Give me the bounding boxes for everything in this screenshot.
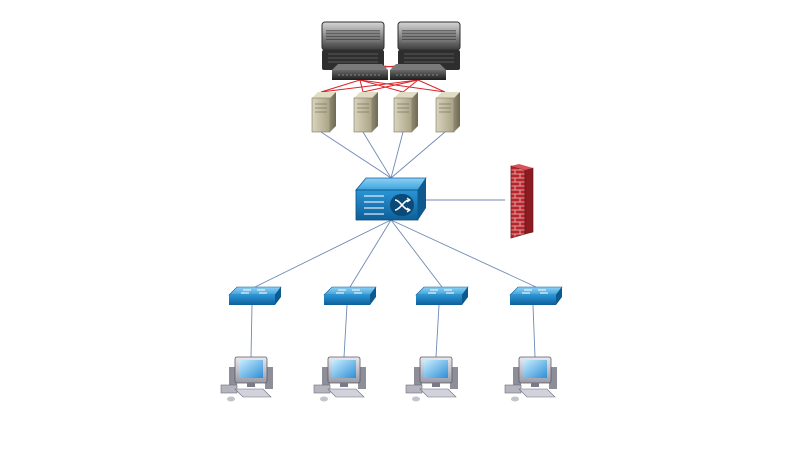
link-san-switch-1-to-server-2 [359, 79, 364, 93]
speaker-icon [322, 367, 330, 389]
link-server-1-to-core-switch [320, 131, 392, 179]
link-access-switch-4-to-workstation-4 [532, 304, 536, 358]
server-1[interactable] [311, 92, 336, 133]
link-access-switch-3-to-workstation-3 [435, 304, 440, 358]
server-3[interactable] [393, 92, 418, 133]
speaker-icon [229, 367, 237, 389]
link-san-switch-2-to-server-1 [320, 79, 419, 93]
keyboard-icon [234, 388, 272, 398]
mouse-icon [227, 396, 235, 402]
keyboard-icon [327, 388, 365, 398]
link-san-switch-1-to-server-4 [359, 79, 446, 93]
link-access-switch-1-to-workstation-1 [250, 304, 253, 358]
link-server-4-to-core-switch [390, 131, 446, 179]
mouse-icon [511, 396, 519, 402]
speaker-icon [265, 367, 273, 389]
server-2[interactable] [353, 92, 378, 133]
keyboard-icon [518, 388, 556, 398]
link-san-switch-2-to-server-4 [417, 79, 446, 93]
link-server-2-to-core-switch [362, 131, 392, 179]
storage-array-2[interactable] [397, 21, 461, 70]
access-switch-4[interactable] [509, 286, 563, 305]
speaker-icon [414, 367, 422, 389]
firewall[interactable] [510, 164, 534, 239]
server-4[interactable] [435, 92, 460, 133]
workstation-3[interactable] [405, 356, 458, 402]
workstation-1[interactable] [220, 356, 273, 402]
storage-array-1[interactable] [321, 21, 385, 70]
core-switch[interactable] [355, 177, 427, 221]
speaker-icon [549, 367, 557, 389]
link-core-switch-to-access-switch-3 [390, 219, 443, 288]
mouse-icon [412, 396, 420, 402]
link-san-switch-1-to-server-3 [359, 79, 404, 93]
san-switch-2[interactable] [390, 64, 446, 80]
workstation-2[interactable] [313, 356, 366, 402]
speaker-icon [450, 367, 458, 389]
access-switch-1[interactable] [228, 286, 282, 305]
workstation-4[interactable] [504, 356, 557, 402]
links-layer [250, 63, 537, 358]
speaker-icon [513, 367, 521, 389]
access-switch-3[interactable] [415, 286, 469, 305]
link-san-switch-2-to-server-2 [362, 79, 419, 93]
link-san-switch-1-to-server-1 [320, 79, 361, 93]
link-core-switch-to-access-switch-4 [390, 219, 537, 288]
link-san-switch-2-to-server-3 [402, 79, 419, 93]
link-server-3-to-core-switch [390, 131, 404, 179]
san-switch-1[interactable] [332, 64, 388, 80]
keyboard-icon [419, 388, 457, 398]
speaker-icon [358, 367, 366, 389]
access-switch-2[interactable] [323, 286, 377, 305]
link-access-switch-2-to-workstation-2 [343, 304, 348, 358]
link-core-switch-to-access-switch-2 [349, 219, 392, 288]
mouse-icon [320, 396, 328, 402]
link-core-switch-to-access-switch-1 [254, 219, 392, 288]
